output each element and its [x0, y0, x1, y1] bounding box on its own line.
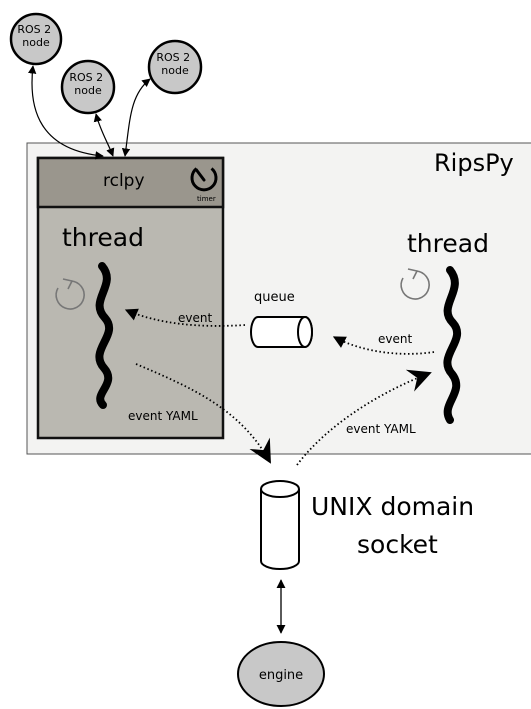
ros2-node-b: ROS 2 node	[60, 59, 116, 115]
edge-label-event-yaml-left: event YAML	[128, 409, 198, 423]
left-thread-label: thread	[62, 223, 144, 252]
ros2-node-b-line2: node	[74, 84, 102, 97]
socket-label-line1: UNIX domain	[311, 492, 474, 521]
edge-rclpy-ros-b	[93, 113, 115, 157]
ros2-node-c-label: ROS 2 node	[156, 51, 193, 77]
engine-label: engine	[259, 668, 303, 683]
edge-rclpy-ros-c	[121, 78, 151, 157]
left-thread-wave	[95, 262, 114, 409]
edge-left-thread-to-socket	[135, 363, 271, 464]
edge-socket-to-right-thread	[296, 369, 432, 466]
ros2-node-a: ROS 2 node	[9, 12, 63, 66]
edge-label-event-right: event	[378, 332, 412, 346]
timer-icon	[190, 167, 218, 192]
ros2-node-a-line1: ROS 2	[17, 23, 51, 36]
left-loop-icon	[55, 278, 85, 310]
ros2-node-b-label: ROS 2 node	[69, 71, 106, 97]
right-loop-icon	[400, 268, 430, 300]
queue-label: queue	[254, 290, 295, 305]
rclpy-label: rclpy	[103, 171, 145, 191]
queue-cylinder	[250, 316, 313, 348]
edge-label-event-yaml-right: event YAML	[346, 422, 416, 436]
right-thread-label: thread	[407, 229, 489, 258]
ros2-node-c-line2: node	[161, 64, 189, 77]
ros2-node-a-label: ROS 2 node	[17, 23, 54, 49]
right-thread-wave	[443, 266, 462, 424]
ros2-node-b-line1: ROS 2	[69, 71, 103, 84]
ros2-node-c-line1: ROS 2	[156, 51, 190, 64]
ripspy-title: RipsPy	[434, 149, 514, 177]
engine-node	[237, 641, 325, 707]
edge-rclpy-ros-a	[27, 65, 104, 160]
unix-socket-cylinder	[260, 480, 300, 570]
timer-label: timer	[197, 195, 216, 203]
ros2-node-a-line2: node	[22, 36, 50, 49]
edge-label-event-left: event	[178, 311, 212, 325]
ros2-node-c: ROS 2 node	[147, 39, 203, 95]
socket-label-line2: socket	[357, 530, 438, 559]
